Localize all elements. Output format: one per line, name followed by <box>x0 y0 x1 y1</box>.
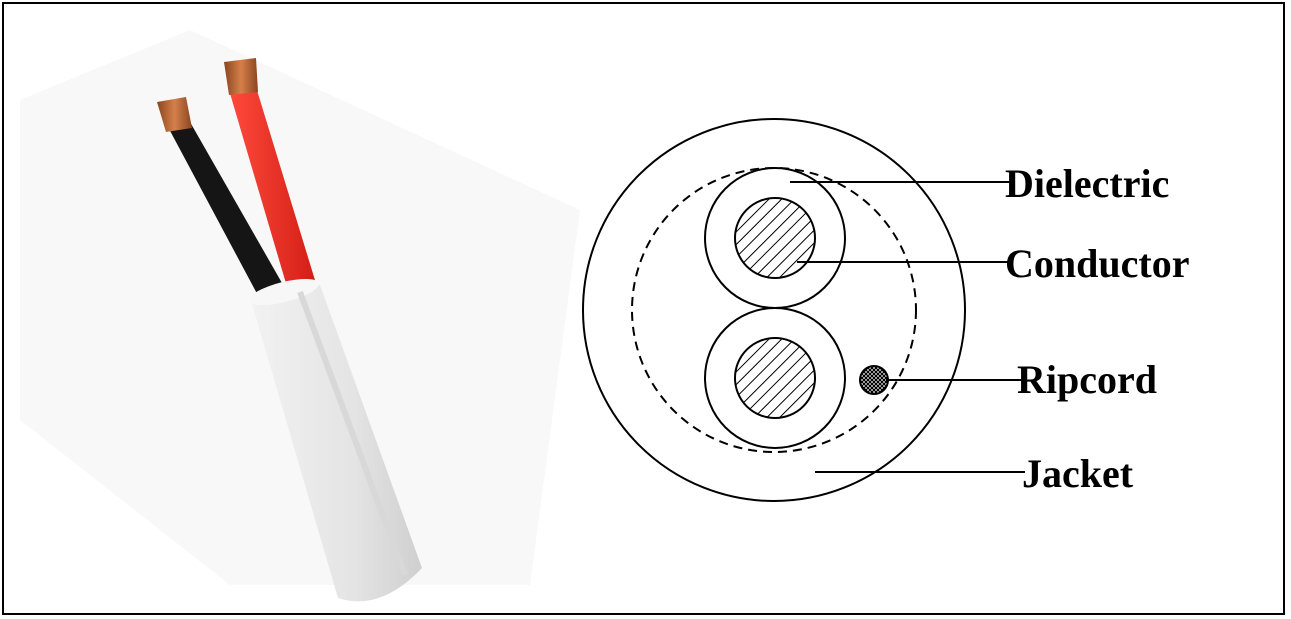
leader-lines <box>790 181 1025 473</box>
cable-photo <box>20 30 580 602</box>
black-wire <box>157 97 290 303</box>
ripcord-circle <box>859 365 889 395</box>
red-wire <box>224 58 318 297</box>
outer-jacket-circle <box>582 118 966 502</box>
ripcord-label: Ripcord <box>1017 357 1157 402</box>
cross-section <box>582 118 966 502</box>
red-wire-copper-strands <box>224 58 258 95</box>
dielectric-label: Dielectric <box>1005 161 1169 206</box>
jacket-label: Jacket <box>1022 451 1134 496</box>
cable-jacket-photo <box>248 278 422 602</box>
conductor-lower <box>734 337 816 419</box>
conductor-upper <box>734 197 816 279</box>
black-wire-copper-strands <box>157 97 192 132</box>
conductor-label: Conductor <box>1005 241 1189 286</box>
